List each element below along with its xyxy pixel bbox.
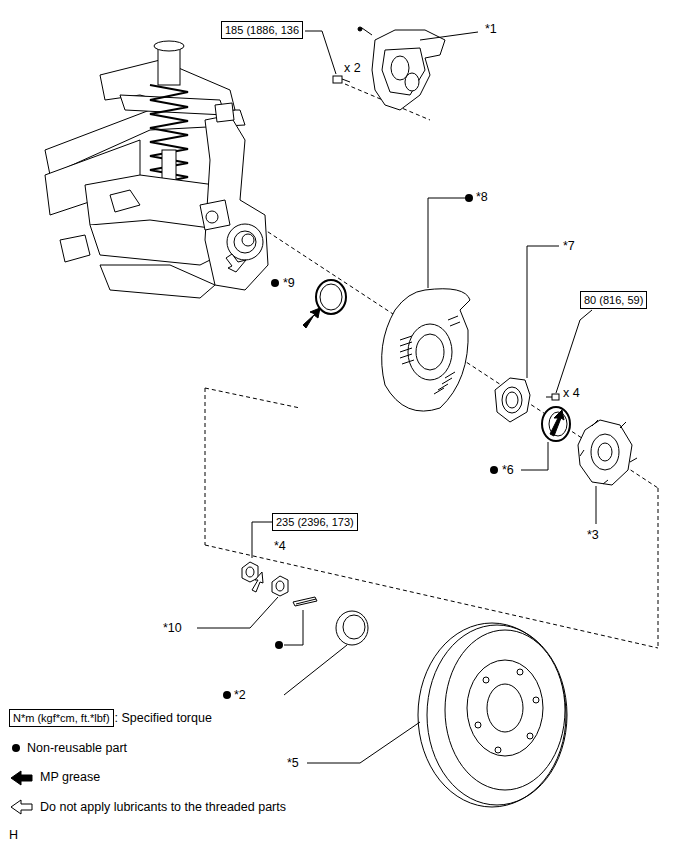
torque-value: N*m (kgf*cm, ft.*lbf)	[13, 712, 110, 724]
grease-cap	[284, 611, 368, 695]
callout-number: *8	[475, 190, 489, 205]
callout-number: x 2	[343, 61, 362, 76]
torque-box: 80 (816, 59)	[580, 291, 647, 309]
non-reusable-dot	[490, 466, 498, 474]
axle-hub	[578, 420, 637, 524]
callout-number: *2	[233, 688, 247, 703]
grease-symbol	[11, 771, 32, 785]
legend-text: : Specified torque	[115, 711, 212, 726]
torque-box: 185 (1886, 136	[221, 21, 303, 39]
axle-nut	[242, 522, 272, 592]
torque-box: N*m (kgf*cm, ft.*lbf)	[9, 709, 114, 727]
leader-line	[428, 198, 472, 288]
callout-number: x 4	[562, 386, 581, 401]
no-lubricant-symbol	[11, 800, 32, 814]
brake-caliper	[358, 27, 478, 110]
non-reusable-dot	[223, 691, 231, 699]
non-reusable-symbol	[12, 744, 20, 752]
callout-number: *7	[562, 239, 576, 254]
torque-value: 80 (816, 59)	[584, 294, 643, 306]
legend-text: MP grease	[40, 770, 100, 785]
cotter-pin	[284, 597, 317, 645]
legend-text: Non-reusable part	[27, 741, 127, 756]
non-reusable-dot	[275, 641, 283, 649]
callout-number: *3	[586, 528, 600, 543]
torque-box: 235 (2396, 173)	[272, 513, 358, 531]
bearing-bolt	[546, 310, 592, 400]
brake-rotor	[307, 623, 567, 807]
callout-number: *4	[273, 539, 287, 554]
torque-value: 185 (1886, 136	[225, 24, 299, 36]
leader-line	[527, 246, 559, 378]
torque-value: 235 (2396, 173)	[276, 516, 354, 528]
oil-seal	[521, 407, 570, 470]
alignment-lines	[205, 84, 658, 648]
callout-number: *10	[162, 621, 183, 636]
callout-number: H	[8, 828, 19, 843]
hub-bearing	[495, 378, 530, 422]
o-ring	[316, 280, 346, 314]
callout-number: *6	[501, 463, 515, 478]
dust-shield	[382, 289, 470, 411]
o-ring	[320, 284, 342, 310]
non-reusable-dot	[271, 279, 279, 287]
lock-nut-cap	[197, 576, 288, 628]
legend-text: Do not apply lubricants to the threaded …	[40, 800, 286, 815]
callout-number: *1	[484, 22, 498, 37]
no-lubricant-arrow	[226, 254, 246, 272]
callout-number: *5	[286, 756, 300, 771]
callout-number: *9	[282, 276, 296, 291]
grease-arrow	[303, 308, 320, 328]
suspension-assembly	[45, 41, 268, 298]
